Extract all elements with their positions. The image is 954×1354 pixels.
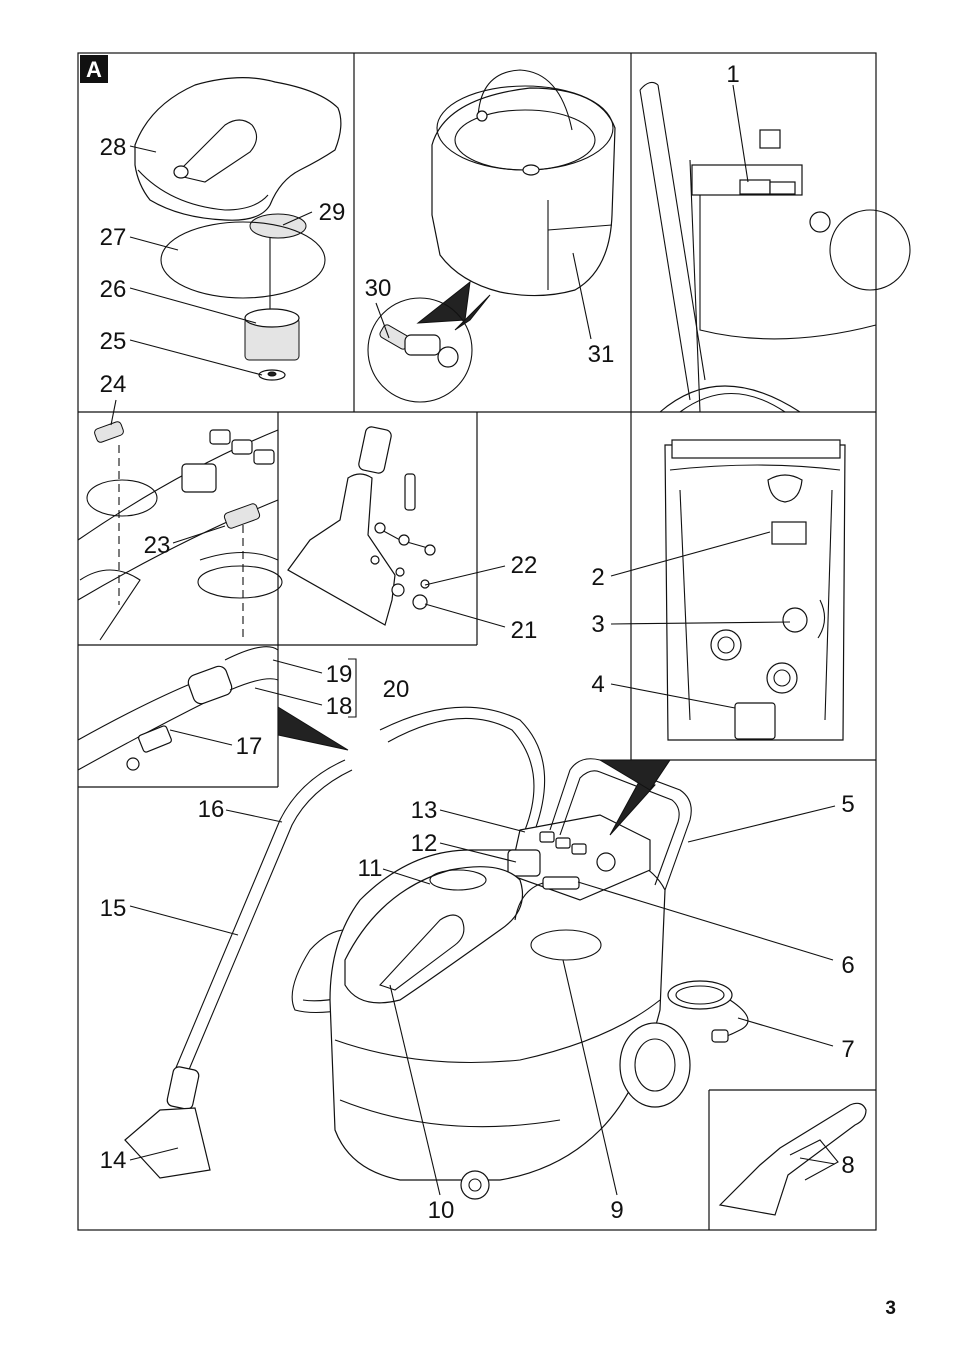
callout-4: 4 bbox=[591, 671, 604, 698]
callout-23: 23 bbox=[144, 532, 171, 559]
callout-15: 15 bbox=[100, 895, 127, 922]
callout-20: 20 bbox=[383, 676, 410, 703]
callout-26: 26 bbox=[100, 276, 127, 303]
callout-12: 12 bbox=[411, 830, 438, 857]
hose-coupling-drawing bbox=[77, 646, 279, 771]
leader-lines bbox=[110, 84, 836, 1196]
handle-detail-drawing bbox=[639, 81, 911, 413]
callout-22: 22 bbox=[511, 552, 538, 579]
section-badge-label: A bbox=[86, 57, 102, 82]
callout-11: 11 bbox=[358, 855, 383, 882]
section-badge: A bbox=[80, 55, 108, 83]
callout-18: 18 bbox=[326, 693, 353, 720]
nozzle-detail-drawing bbox=[287, 426, 436, 626]
main-machine-drawing bbox=[124, 706, 749, 1200]
filter-assembly-drawing bbox=[134, 77, 342, 381]
callout-5: 5 bbox=[841, 791, 854, 818]
callout-31: 31 bbox=[588, 341, 615, 368]
callout-19: 19 bbox=[326, 661, 353, 688]
callout-16: 16 bbox=[198, 796, 225, 823]
callout-28: 28 bbox=[100, 134, 127, 161]
callout-17: 17 bbox=[236, 733, 263, 760]
callout-10: 10 bbox=[428, 1197, 455, 1224]
callout-8: 8 bbox=[841, 1152, 854, 1179]
callout-numbers: 1 2 3 4 5 6 7 8 9 10 11 12 13 14 15 16 1… bbox=[100, 61, 855, 1224]
callout-29: 29 bbox=[319, 199, 346, 226]
page-number: 3 bbox=[885, 1298, 896, 1319]
callout-13: 13 bbox=[411, 797, 438, 824]
coupling-pointer-arrow bbox=[277, 706, 349, 751]
callout-27: 27 bbox=[100, 224, 127, 251]
callout-25: 25 bbox=[100, 328, 127, 355]
dirty-water-tank-drawing bbox=[367, 69, 616, 403]
callout-6: 6 bbox=[841, 952, 854, 979]
hand-nozzle-drawing bbox=[718, 1102, 867, 1216]
callout-2: 2 bbox=[591, 564, 604, 591]
callout-3: 3 bbox=[591, 611, 604, 638]
callout-7: 7 bbox=[841, 1036, 854, 1063]
callout-30: 30 bbox=[365, 275, 392, 302]
callout-14: 14 bbox=[100, 1147, 127, 1174]
panel-frames bbox=[77, 52, 877, 1231]
callout-9: 9 bbox=[610, 1197, 623, 1224]
callout-24: 24 bbox=[100, 371, 127, 398]
callout-21: 21 bbox=[511, 617, 538, 644]
rear-view-drawing bbox=[664, 439, 846, 741]
control-panel-filters-drawing bbox=[77, 421, 283, 641]
callout-1: 1 bbox=[726, 61, 739, 88]
